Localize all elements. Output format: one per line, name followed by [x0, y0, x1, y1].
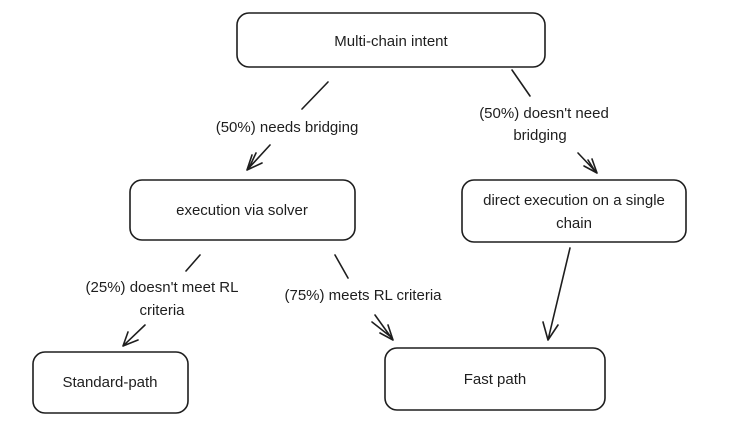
node-solver-box: [129, 179, 356, 241]
node-solver-label: execution via solver: [176, 202, 308, 219]
node-standard-box: [32, 351, 189, 414]
edge-no-bridging: [511, 69, 598, 174]
node-direct-box: [461, 179, 687, 243]
edge-label-no-bridging-1: (50%) doesn't need: [479, 105, 609, 122]
node-direct-label-2: chain: [556, 215, 592, 232]
node-fast-box: [384, 347, 606, 411]
node-direct-label-1: direct execution on a single: [483, 192, 665, 209]
edge-label-not-rl-1: (25%) doesn't meet RL: [86, 279, 239, 296]
edge-not-rl: [122, 254, 201, 347]
edge-label-no-bridging-2: bridging: [513, 127, 566, 144]
edge-label-needs-bridging: (50%) needs bridging: [216, 119, 359, 136]
edge-label-meets-rl: (75%) meets RL criteria: [285, 287, 443, 304]
edge-direct-to-fast: [542, 247, 571, 341]
node-intent-label: Multi-chain intent: [334, 33, 448, 50]
edge-needs-bridging: [246, 81, 329, 171]
node-standard-label: Standard-path: [62, 374, 157, 391]
node-fast-label: Fast path: [464, 371, 527, 388]
edge-label-not-rl-2: criteria: [139, 302, 185, 319]
node-intent-box: [236, 12, 546, 68]
edge-meets-rl: [334, 254, 394, 341]
